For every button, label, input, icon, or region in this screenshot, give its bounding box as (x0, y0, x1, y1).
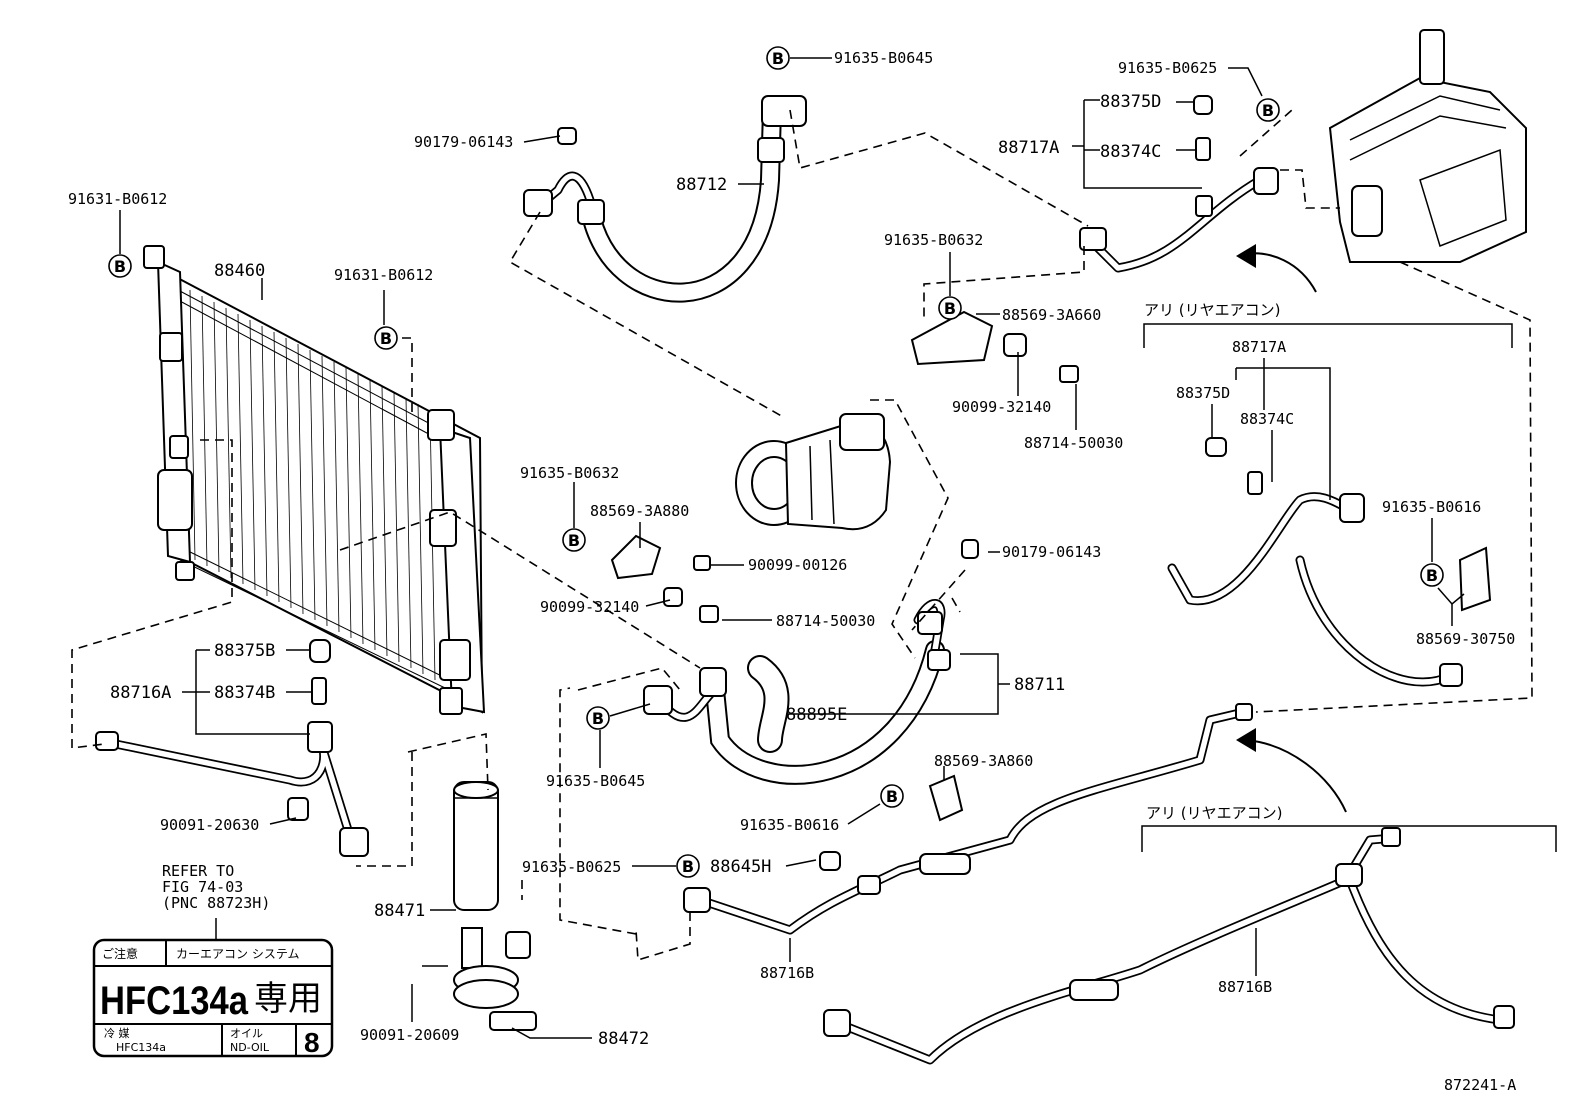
label-88712: 88712 (676, 175, 727, 195)
label-88569-3A860: 88569-3A860 (934, 752, 1033, 770)
label-88471: 88471 (374, 901, 425, 921)
label-90179-06143-top: 90179-06143 (414, 133, 513, 151)
svg-text:B: B (380, 329, 392, 348)
condenser (143, 245, 486, 715)
caution-row-left-top: 冷 媒 (104, 1027, 130, 1040)
label-91635-B0616-rear: 91635-B0616 (1382, 498, 1481, 516)
note-rear-ac-bottom: アリ (リヤエアコン) (1146, 804, 1282, 822)
installation-dashed-lines (71, 109, 1533, 962)
label-88374C-top: 88374C (1100, 142, 1161, 162)
caution-row-right-top: オイル (230, 1027, 263, 1040)
label-88569-3A880: 88569-3A880 (590, 502, 689, 520)
rear-ac-note-top-group (1143, 244, 1513, 348)
label-88716A: 88716A (110, 683, 171, 703)
label-88569-30750: 88569-30750 (1416, 630, 1515, 648)
hose-88712 (523, 95, 807, 303)
svg-text:B: B (886, 787, 898, 806)
bolt-marker-bracket-bottom: B (880, 784, 904, 808)
label-91631-B0612-mid: 91631-B0612 (334, 266, 433, 284)
label-90091-20609: 90091-20609 (360, 1026, 459, 1044)
label-88717A-rear: 88717A (1232, 338, 1286, 356)
bolt-marker-tube-88716B: B (676, 854, 700, 878)
label-90091-20630: 90091-20630 (160, 816, 259, 834)
label-88717A-top: 88717A (998, 138, 1059, 158)
label-88472: 88472 (598, 1029, 649, 1049)
bolt-marker-condenser-left: B (108, 254, 132, 278)
caution-title-left: ご注意 (102, 946, 138, 961)
label-88711: 88711 (1014, 675, 1065, 695)
label-91635-B0645-top: 91635-B0645 (834, 49, 933, 67)
compressor (735, 413, 892, 531)
label-88716B-rear: 88716B (1218, 978, 1272, 996)
bolt-marker-bracket-mid: B (562, 528, 586, 552)
label-88714-50030-mid: 88714-50030 (776, 612, 875, 630)
note-refer-line3: (PNC 88723H) (162, 894, 270, 912)
bolt-marker-top: B (766, 46, 790, 70)
tube-88717A-top (1079, 95, 1279, 273)
caution-label: ご注意 カーエアコン システム HFC134a 専用 冷 媒 HFC134a オ… (92, 938, 334, 1058)
svg-text:B: B (568, 531, 580, 550)
note-rear-ac-top: アリ (リヤエアコン) (1144, 301, 1280, 319)
label-88375D-top: 88375D (1100, 92, 1161, 112)
label-90099-32140-top: 90099-32140 (952, 398, 1051, 416)
rear-evaporator-unit (1328, 29, 1527, 263)
bolt-marker-bracket-top: B (938, 296, 962, 320)
rear-ac-note-bottom-group (1141, 728, 1557, 852)
caution-refrigerant: HFC134a (100, 979, 249, 1023)
bolt-marker-evaporator: B (1256, 98, 1280, 122)
receiver-dryer (453, 781, 537, 1031)
bolt-marker-hose-88711: B (586, 706, 610, 730)
tube-88716A (95, 639, 369, 857)
svg-text:B: B (682, 857, 694, 876)
svg-text:B: B (1426, 566, 1438, 585)
svg-text:B: B (114, 257, 126, 276)
svg-text:B: B (1262, 101, 1274, 120)
leader-lines (119, 57, 1465, 1039)
bolt-marker-condenser-mid: B (374, 326, 398, 350)
caution-kanji: 専用 (254, 979, 322, 1019)
label-88460: 88460 (214, 261, 265, 281)
label-90099-00126: 90099-00126 (748, 556, 847, 574)
tube-88717A-rear (1167, 437, 1492, 687)
label-88895E: 88895E (786, 705, 847, 725)
label-88375D-rear: 88375D (1176, 384, 1230, 402)
bolt-marker-rear-bracket: B (1420, 563, 1444, 587)
label-90179-06143-mid: 90179-06143 (1002, 543, 1101, 561)
label-91635-B0625-top: 91635-B0625 (1118, 59, 1217, 77)
caution-title-right: カーエアコン システム (176, 947, 299, 961)
label-88569-3A660: 88569-3A660 (1002, 306, 1101, 324)
caution-row-left-bottom: HFC134a (116, 1041, 166, 1054)
label-91635-B0625-mid: 91635-B0625 (522, 858, 621, 876)
svg-text:B: B (944, 299, 956, 318)
brackets (610, 310, 1079, 822)
label-88716B-front: 88716B (760, 964, 814, 982)
label-91635-B0632-top: 91635-B0632 (884, 231, 983, 249)
caution-oil-number: 8 (304, 1027, 320, 1058)
figure-id: 872241-A (1444, 1076, 1516, 1094)
tube-88716B-rear (823, 827, 1515, 1065)
label-88714-50030-top: 88714-50030 (1024, 434, 1123, 452)
caution-row-right-bottom: ND-OIL (230, 1041, 270, 1054)
label-88374C-rear: 88374C (1240, 410, 1294, 428)
svg-text:B: B (592, 709, 604, 728)
svg-text:B: B (772, 49, 784, 68)
label-91631-B0612-left: 91631-B0612 (68, 190, 167, 208)
label-91635-B0645-mid: 91635-B0645 (546, 772, 645, 790)
tube-88716B-front (683, 703, 1253, 935)
label-88645H: 88645H (710, 857, 771, 877)
label-88375B: 88375B (214, 641, 275, 661)
hose-88711 (643, 539, 979, 785)
label-90099-32140-mid: 90099-32140 (540, 598, 639, 616)
label-91635-B0616-mid: 91635-B0616 (740, 816, 839, 834)
note-refer-line2: FIG 74-03 (162, 878, 243, 896)
note-refer-line1: REFER TO (162, 862, 234, 880)
label-91635-B0632-mid: 91635-B0632 (520, 464, 619, 482)
label-88374B: 88374B (214, 683, 275, 703)
